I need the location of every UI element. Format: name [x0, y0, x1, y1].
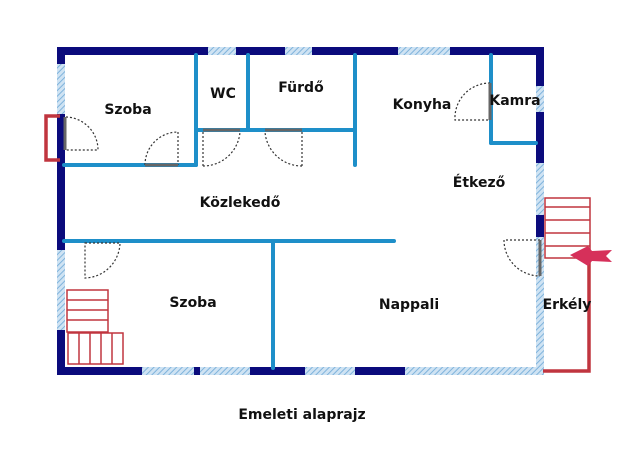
doors — [65, 82, 541, 279]
room-label-wc: WC — [210, 86, 236, 102]
stairs — [66, 197, 591, 365]
room-label-etkezo: Étkező — [452, 175, 506, 191]
outer-walls — [57, 47, 544, 375]
room-label-kamra: Kamra — [489, 93, 541, 109]
room-label-furdo: Fürdő — [278, 80, 324, 96]
room-label-szoba-2: Szoba — [169, 295, 217, 311]
plan-caption: Emeleti alaprajz — [238, 407, 366, 423]
windows — [57, 47, 544, 375]
balcony-outline — [543, 258, 591, 373]
room-label-nappali: Nappali — [378, 297, 440, 313]
left-ledge — [44, 114, 60, 162]
entrance-arrow-icon — [570, 246, 612, 266]
room-label-kozlekedo: Közlekedő — [199, 195, 281, 211]
room-label-szoba: Szoba — [104, 102, 152, 118]
door-leaves — [63, 83, 542, 276]
room-label-erkely: Erkély — [542, 297, 592, 313]
room-label-konyha: Konyha — [392, 97, 452, 113]
